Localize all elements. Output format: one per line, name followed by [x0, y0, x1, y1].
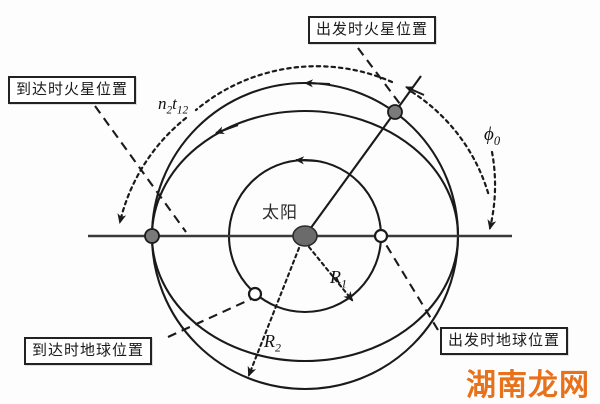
callout-leaders-group — [94, 47, 439, 338]
phase-angle-symbol: ϕ — [484, 124, 494, 145]
mars-departure-marker — [387, 104, 403, 120]
callout-mars-departure-label: 出发时火星位置 — [316, 20, 429, 38]
callout-earth-arrival-label: 到达时地球位置 — [32, 341, 145, 359]
phase-angle-arc-head — [405, 86, 425, 96]
phase-angle-group — [405, 86, 497, 230]
site-watermark: 湖南龙网 — [465, 360, 591, 404]
callout-mars-departure: 出发时火星位置 — [308, 16, 437, 44]
earth-departure-leader — [384, 242, 439, 331]
sun-to-mars-departure-line — [304, 111, 396, 237]
phase-angle-label: ϕ0 — [484, 124, 500, 149]
radius-inner-sub: 1 — [341, 276, 347, 291]
orbit-direction-arrows — [215, 79, 331, 165]
earth-arrival-marker — [247, 286, 263, 302]
sun-marker — [292, 225, 318, 247]
transfer-direction-arrow — [215, 124, 239, 135]
phase-angle-arc — [410, 90, 491, 198]
radius-inner-label: R1 — [330, 267, 347, 292]
callout-earth-arrival: 到达时地球位置 — [24, 337, 153, 365]
mars-orbit-direction-arrow — [304, 79, 331, 88]
callout-mars-arrival-label: 到达时火星位置 — [16, 80, 129, 98]
radius-measure-group — [247, 245, 354, 377]
phase-angle-arc-lower — [487, 150, 497, 230]
transfer-sweep-arc — [194, 65, 394, 112]
radius-outer-sub: 2 — [275, 340, 281, 355]
mars-arrival-marker — [144, 228, 160, 244]
transfer-time-n-sub: 2 — [166, 104, 173, 117]
phase-angle-sub: 0 — [493, 133, 501, 148]
transfer-sweep-arc-lower — [117, 116, 188, 224]
transfer-time-t: t — [172, 94, 177, 113]
callout-mars-arrival: 到达时火星位置 — [8, 76, 137, 104]
body-markers-group — [144, 104, 403, 302]
mars-departure-leader — [357, 47, 401, 105]
radius-inner-symbol: R — [330, 267, 341, 287]
radius-outer-label: R2 — [264, 331, 281, 356]
transfer-time-t-sub: 12 — [176, 104, 189, 117]
radius-r1-arrow — [307, 245, 354, 302]
earth-departure-marker — [373, 228, 389, 244]
radius-r2-arrow — [247, 246, 301, 377]
sun-label: 太阳 — [262, 203, 298, 223]
radial-lines-group — [304, 75, 422, 237]
transfer-sweep-group — [117, 65, 394, 224]
earth-orbit-direction-arrow — [295, 156, 319, 165]
radius-outer-symbol: R — [264, 331, 275, 351]
transfer-time-label: n2t12 — [158, 94, 188, 116]
transfer-time-n: n — [158, 94, 167, 113]
site-watermark-text: 湖南龙网 — [465, 367, 591, 404]
mars-arrival-leader — [94, 105, 187, 233]
callout-earth-departure: 出发时地球位置 — [440, 327, 569, 355]
callout-earth-departure-label: 出发时地球位置 — [448, 331, 561, 349]
earth-arrival-leader — [167, 298, 252, 338]
